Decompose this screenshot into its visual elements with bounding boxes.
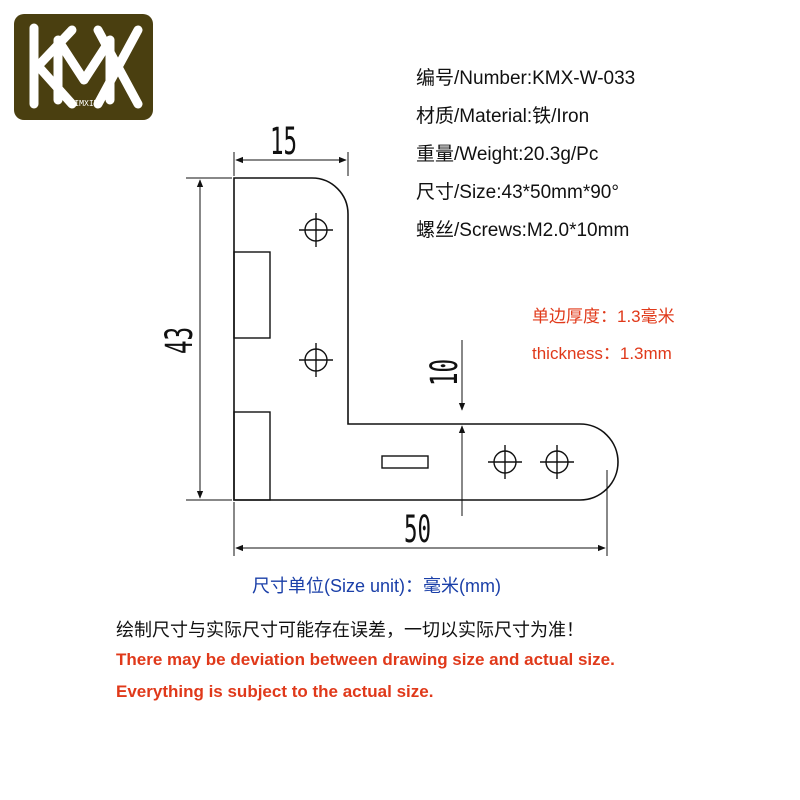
screw-hole (299, 213, 333, 247)
notch-lower (233, 411, 271, 501)
dim-label-43: 43 (158, 327, 202, 354)
dim-label-50: 50 (404, 508, 431, 552)
spec-weight: 重量/Weight:20.3g/Pc (416, 144, 599, 165)
dimension-50 (233, 470, 608, 556)
dimension-43 (186, 177, 232, 501)
bracket-outline (233, 177, 619, 501)
brand-logo: KIMXIN (14, 14, 153, 120)
kmx-logo-mark: KIMXIN (29, 23, 143, 109)
screw-hole (540, 445, 574, 479)
dimension-15 (233, 152, 349, 176)
spec-number: 编号/Number:KMX-W-033 (416, 68, 636, 89)
slot (381, 455, 429, 469)
spec-material: 材质/Material:铁/Iron (416, 106, 590, 127)
screw-hole (299, 343, 333, 377)
disclaimer-en-line2: Everything is subject to the actual size… (116, 682, 434, 701)
spec-screws: 螺丝/Screws:M2.0*10mm (416, 220, 630, 241)
size-unit-note: 尺寸单位(Size unit)：毫米(mm) (252, 576, 502, 596)
disclaimer-cn: 绘制尺寸与实际尺寸可能存在误差，一切以实际尺寸为准！ (116, 620, 584, 640)
screw-hole (488, 445, 522, 479)
disclaimer-en-line1: There may be deviation between drawing s… (116, 650, 615, 669)
spec-list: 编号/Number:KMX-W-033 材质/Material:铁/Iron 重… (416, 60, 635, 250)
notch-upper (233, 251, 271, 339)
thickness-en: thickness：1.3mm (532, 344, 672, 363)
logo-text: KIMXIN (70, 99, 99, 108)
dim-label-10: 10 (423, 359, 467, 386)
thickness-cn: 单边厚度：1.3毫米 (532, 307, 675, 326)
spec-size: 尺寸/Size:43*50mm*90° (416, 182, 619, 203)
dim-label-15: 15 (270, 120, 297, 164)
